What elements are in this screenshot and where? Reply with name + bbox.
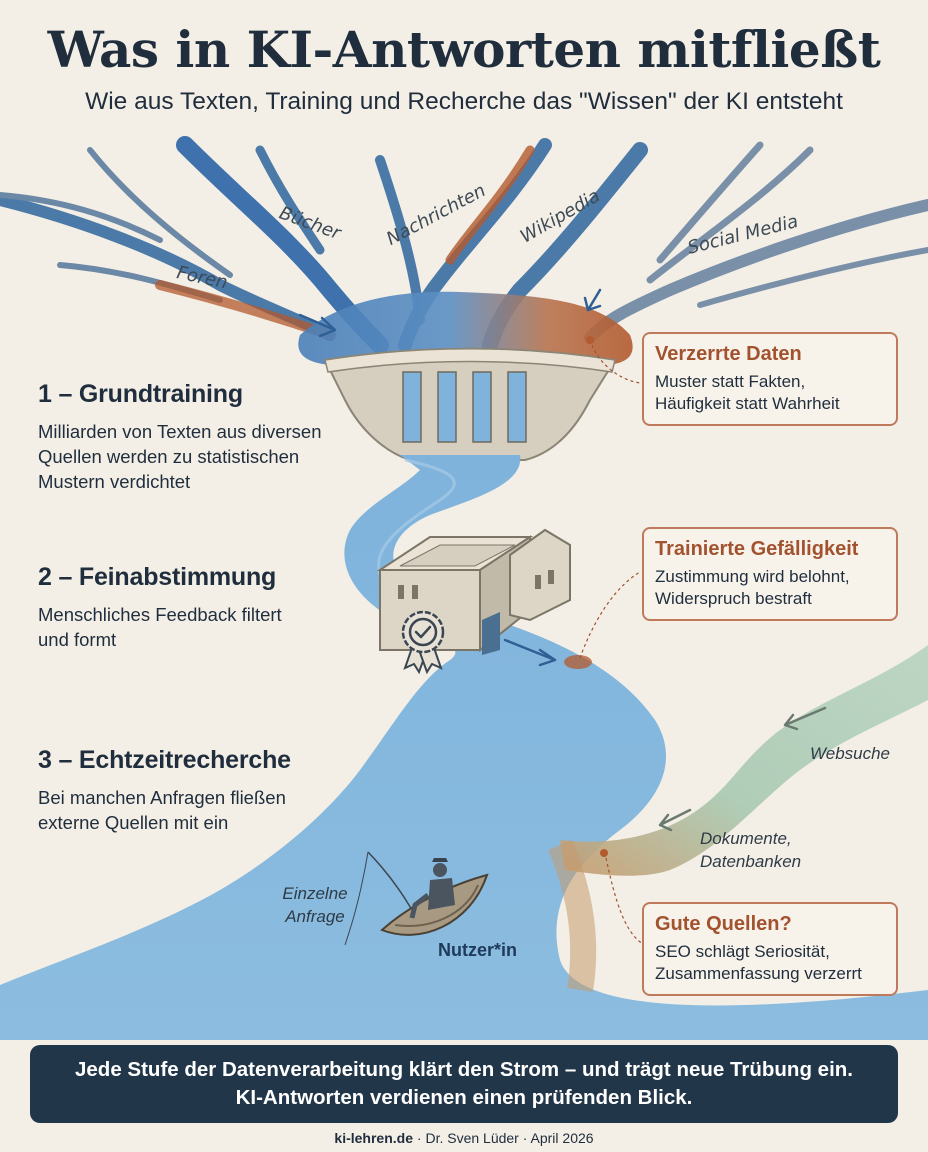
callout-text: SEO schlägt Seriosität, Zusammenfassung … bbox=[655, 942, 862, 983]
callout-text: Muster statt Fakten, Häufigkeit statt Wa… bbox=[655, 372, 840, 413]
label-nutzer: Nutzer*in bbox=[438, 940, 518, 960]
footer-site: ki-lehren.de bbox=[334, 1130, 414, 1146]
flow-arrow-icon bbox=[298, 288, 827, 832]
stage-title: 3 – Echtzeitrecherche bbox=[38, 746, 291, 774]
callout-verzerrte-daten: Verzerrte Daten Muster statt Fakten, Häu… bbox=[642, 332, 898, 426]
stage-grundtraining: 1 – Grundtraining Milliarden von Texten … bbox=[38, 380, 358, 494]
stage-description: Bei manchen Anfragen fließen externe Que… bbox=[38, 787, 286, 833]
conclusion-banner: Jede Stufe der Datenverarbeitung klärt d… bbox=[30, 1045, 898, 1123]
source-streams bbox=[0, 136, 928, 354]
callout-gute-quellen: Gute Quellen? SEO schlägt Seriosität, Zu… bbox=[642, 902, 898, 996]
stage-echtzeitrecherche: 3 – Echtzeitrecherche Bei manchen Anfrag… bbox=[38, 746, 338, 835]
callout-trainierte-gefaelligkeit: Trainierte Gefälligkeit Zustimmung wird … bbox=[642, 527, 898, 621]
certificate-rosette-icon bbox=[401, 610, 445, 675]
stage-feinabstimmung: 2 – Feinabstimmung Menschliches Feedback… bbox=[38, 563, 288, 652]
dam bbox=[323, 347, 617, 461]
callout-text: Zustimmung wird belohnt, Widerspruch bes… bbox=[655, 567, 850, 608]
stream-social-media bbox=[584, 199, 928, 344]
stage-description: Milliarden von Texten aus diversen Quell… bbox=[38, 421, 322, 492]
label-einzelne-anfrage: Einzelne Anfrage bbox=[282, 884, 348, 926]
main-river bbox=[0, 455, 928, 1040]
stage-description: Menschliches Feedback filtert und formt bbox=[38, 604, 282, 650]
label-dokumente: Dokumente, Datenbanken bbox=[700, 829, 802, 871]
fishing-boat-icon bbox=[344, 851, 489, 946]
reservoir bbox=[298, 291, 633, 365]
callout-title: Verzerrte Daten bbox=[655, 343, 802, 365]
page-subtitle: Wie aus Texten, Training und Recherche d… bbox=[85, 88, 843, 115]
label-websuche: Websuche bbox=[810, 744, 891, 763]
page-title: Was in KI-Antworten mitfließt bbox=[47, 20, 881, 79]
callout-title: Gute Quellen? bbox=[655, 913, 792, 935]
websearch-stream bbox=[560, 645, 928, 876]
stage-title: 2 – Feinabstimmung bbox=[38, 563, 277, 591]
footer: ki-lehren.de · Dr. Sven Lüder · April 20… bbox=[0, 1130, 928, 1146]
callout-title: Trainierte Gefälligkeit bbox=[655, 538, 859, 560]
footer-credit: · Dr. Sven Lüder · April 2026 bbox=[413, 1130, 594, 1146]
stage-title: 1 – Grundtraining bbox=[38, 380, 243, 408]
